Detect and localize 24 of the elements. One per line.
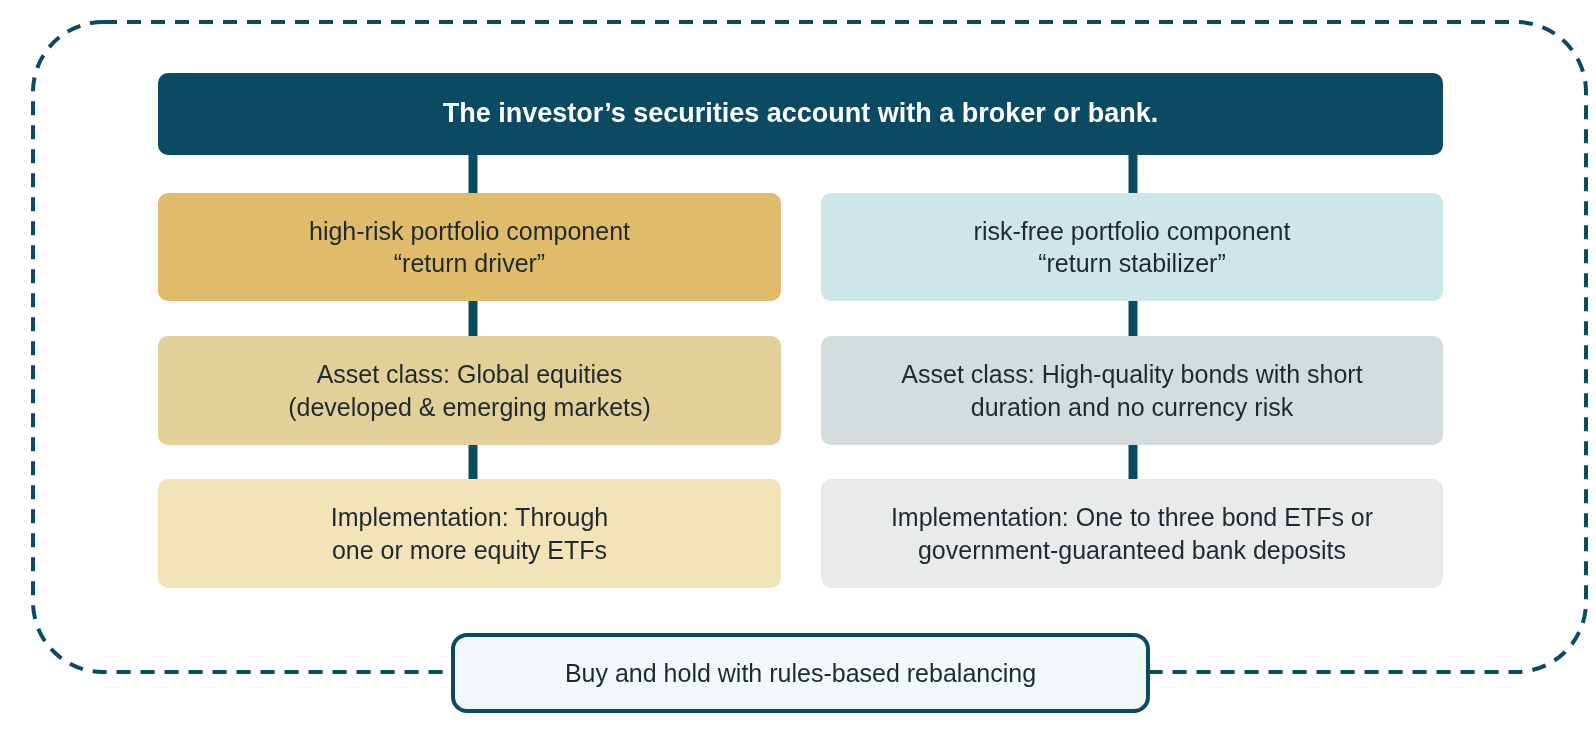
implementation-box bbox=[158, 479, 781, 588]
component-box bbox=[158, 193, 781, 301]
box-text: The investor’s securities account with a broker or bank. bbox=[442, 97, 1159, 131]
box-text: Implementation: Through one or more equity ETFs bbox=[329, 502, 610, 566]
asset-class-box bbox=[821, 336, 1443, 445]
header-bar bbox=[158, 73, 1443, 155]
connector-line bbox=[1128, 155, 1138, 193]
connector-line bbox=[1128, 445, 1138, 479]
connector-line bbox=[468, 155, 478, 193]
box-text: Asset class: Global equities (developed & emerging markets) bbox=[287, 359, 652, 423]
box-text: “return stabilizer” bbox=[1038, 248, 1226, 279]
connector-line bbox=[1128, 301, 1138, 336]
connector-line bbox=[468, 445, 478, 479]
box-text: Buy and hold with rules-based rebalancing bbox=[564, 657, 1037, 689]
box-text: Implementation: One to three bond ETFs or government-guaranteed bank deposits bbox=[889, 502, 1375, 566]
implementation-box bbox=[821, 479, 1443, 588]
connector-line bbox=[468, 301, 478, 336]
box-text: Asset class: High-quality bonds with short duration and no currency risk bbox=[900, 359, 1364, 423]
strategy-box bbox=[451, 633, 1150, 713]
asset-class-box bbox=[158, 336, 781, 445]
box-text: high-risk portfolio component bbox=[309, 215, 630, 247]
component-box bbox=[821, 193, 1443, 301]
box-text: “return driver” bbox=[393, 248, 546, 279]
box-text: risk-free portfolio component bbox=[973, 215, 1291, 247]
